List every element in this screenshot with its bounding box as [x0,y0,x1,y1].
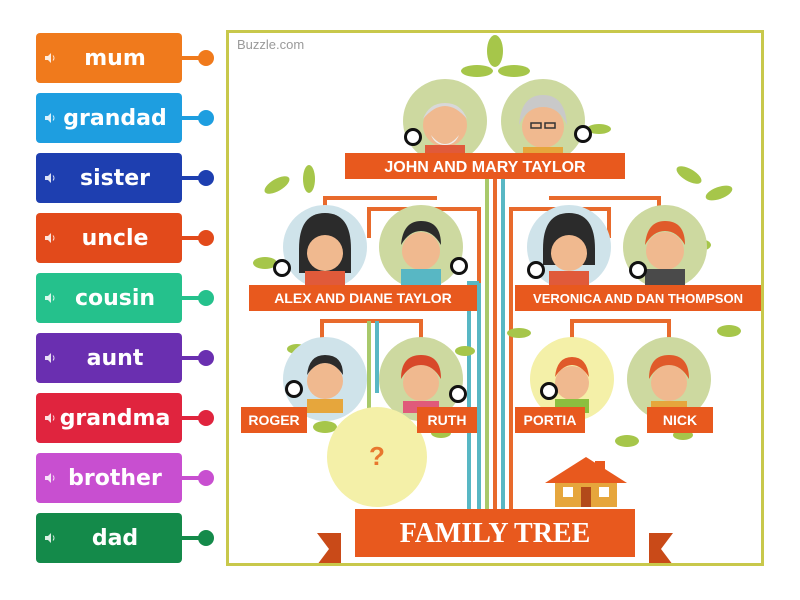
connector-line [182,176,208,180]
word-mum[interactable]: mum [36,33,182,83]
label-child-2: RUTH [428,412,467,428]
unknown-person-mark: ? [369,441,385,471]
word-grandma[interactable]: grandma [36,393,182,443]
drop-target-right-woman[interactable] [527,261,545,279]
word-label: aunt [86,345,144,371]
connector-line [182,536,208,540]
family-tree-image: Buzzle.com [226,30,764,566]
drag-handle-cousin[interactable] [198,290,214,306]
label-child-1: ROGER [248,412,299,428]
banner-title: FAMILY TREE [400,518,591,549]
label-grandparents: JOHN AND MARY TAYLOR [384,159,586,176]
word-label: sister [79,165,151,191]
speaker-icon [45,533,55,543]
connector-line [182,476,208,480]
word-label: mum [84,45,146,71]
label-right-couple: VERONICA AND DAN THOMPSON [533,291,743,306]
tree-illustration: ? JOHN AND MARY TAYLOR ALEX AND DIANE TA… [241,35,761,563]
word-cousin[interactable]: cousin [36,273,182,323]
drag-handle-grandma[interactable] [198,410,214,426]
drag-handle-aunt[interactable] [198,350,214,366]
connector-line [182,356,208,360]
speaker-icon [45,413,55,423]
word-label: cousin [74,285,156,311]
word-label: uncle [81,225,149,251]
speaker-icon [45,353,55,363]
drop-target-ruth[interactable] [449,385,467,403]
word-label: dad [91,525,139,551]
connector-line [182,416,208,420]
word-brother[interactable]: brother [36,453,182,503]
house-icon [545,457,627,507]
connector-line [182,296,208,300]
word-aunt[interactable]: aunt [36,333,182,383]
drop-target-left-woman[interactable] [450,257,468,275]
drag-handle-grandad[interactable] [198,110,214,126]
speaker-icon [45,293,55,303]
label-child-3: PORTIA [524,412,577,428]
drag-handle-mum[interactable] [198,50,214,66]
label-left-couple: ALEX AND DIANE TAYLOR [274,290,452,306]
drag-handle-dad[interactable] [198,530,214,546]
word-grandad[interactable]: grandad [36,93,182,143]
drag-handle-brother[interactable] [198,470,214,486]
word-uncle[interactable]: uncle [36,213,182,263]
label-child-4: NICK [663,412,697,428]
connector-line [182,116,208,120]
speaker-icon [45,113,55,123]
drop-target-roger[interactable] [285,380,303,398]
speaker-icon [45,233,55,243]
connector-line [182,56,208,60]
drop-target-grandma[interactable] [574,125,592,143]
speaker-icon [45,173,55,183]
word-label: brother [68,465,162,491]
watermark: Buzzle.com [237,37,305,52]
word-dad[interactable]: dad [36,513,182,563]
word-label: grandad [63,105,167,131]
speaker-icon [45,473,55,483]
speaker-icon [45,53,55,63]
drag-handle-uncle[interactable] [198,230,214,246]
drop-target-grandad[interactable] [404,128,422,146]
word-label: grandma [59,405,171,431]
drop-target-right-man[interactable] [629,261,647,279]
drop-target-portia[interactable] [540,382,558,400]
connector-line [182,236,208,240]
drag-handle-sister[interactable] [198,170,214,186]
drop-target-left-man[interactable] [273,259,291,277]
word-sister[interactable]: sister [36,153,182,203]
